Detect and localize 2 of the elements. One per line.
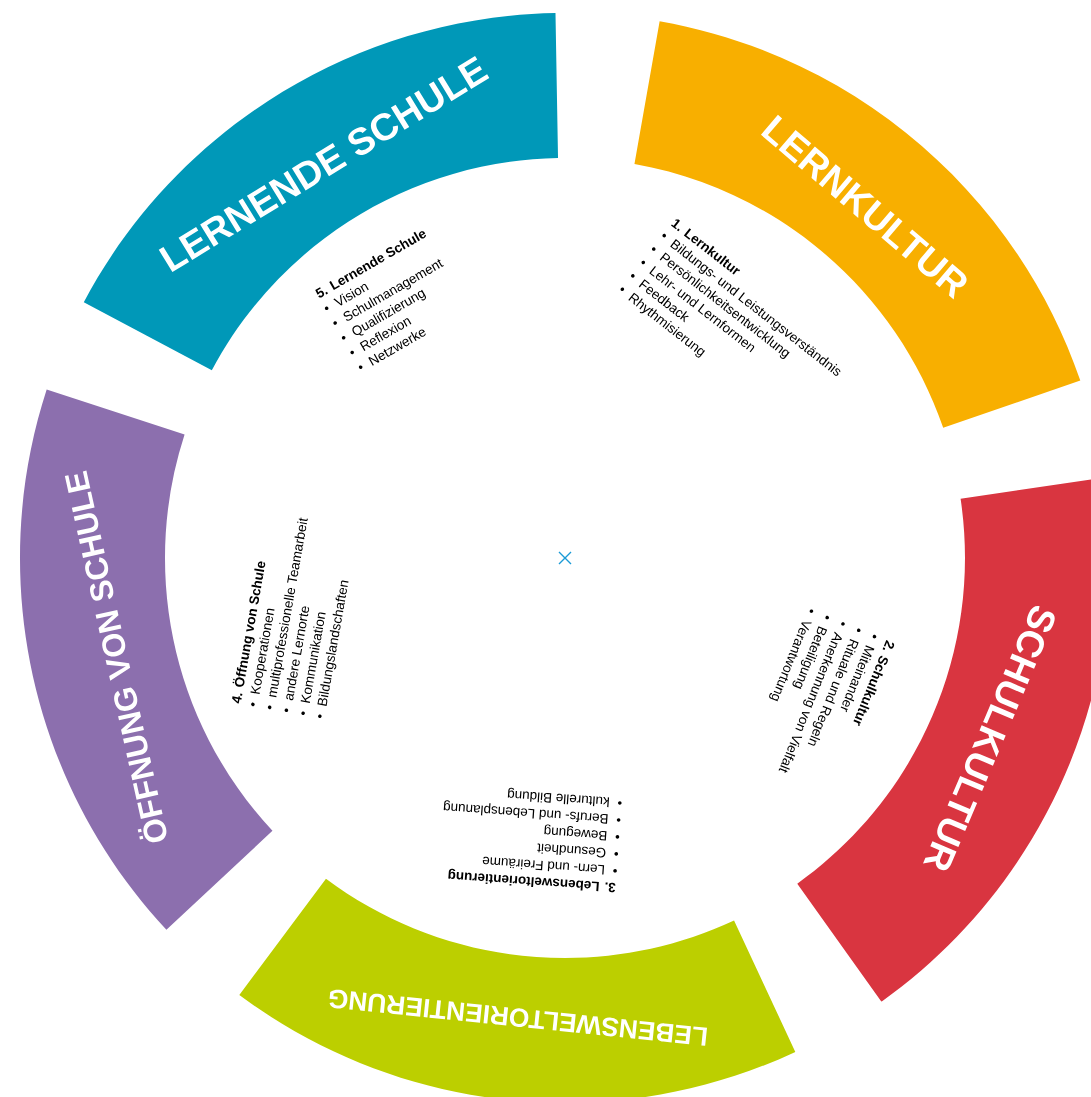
list-item: Bewegung [544, 824, 620, 841]
list-item: Gesundheit [537, 843, 619, 858]
